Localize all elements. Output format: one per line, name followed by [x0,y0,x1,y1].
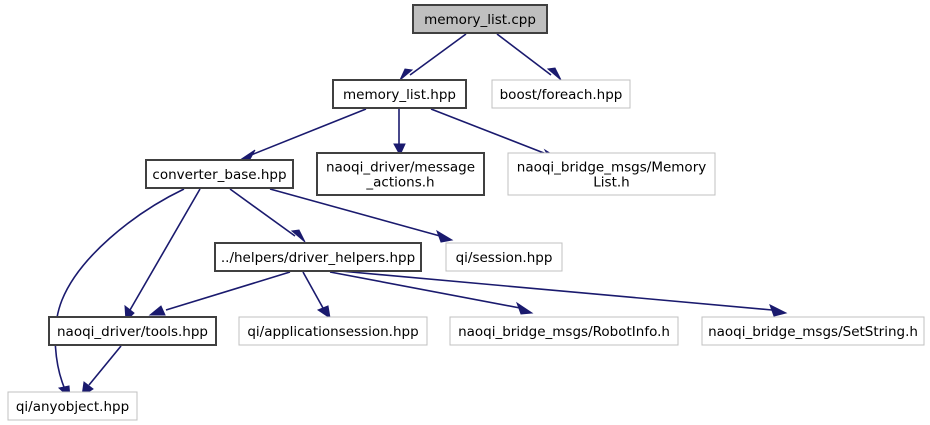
graph-node-naoqi_driver_tools_hpp[interactable]: naoqi_driver/tools.hpp [48,316,217,346]
node-label: boost/foreach.hpp [500,87,623,103]
node-box[interactable] [412,4,548,34]
graph-edge-driver_helpers_hpp-to-naoqi_driver_tools_hpp [165,271,291,311]
node-label: naoqi_bridge_msgs/SetString.h [708,324,918,340]
arrowhead-icon [148,305,166,316]
arrowhead-icon [290,229,306,243]
node-label: qi/anyobject.hpp [16,399,129,415]
arrowhead-icon [769,303,788,317]
graph-node-message_actions_h[interactable]: naoqi_driver/message_actions.h [316,152,485,196]
graph-edge-converter_base_hpp-to-driver_helpers_hpp [229,188,296,237]
graph-edge-converter_base_hpp-to-qi_anyobject_hpp [54,188,185,388]
graph-node-qi_applicationsession_hpp[interactable]: qi/applicationsession.hpp [238,316,428,346]
graph-edge-converter_base_hpp-to-naoqi_driver_tools_hpp [129,188,201,311]
node-label: qi/session.hpp [456,250,553,266]
graph-node-qi_session_hpp[interactable]: qi/session.hpp [445,242,563,272]
graph-edge-driver_helpers_hpp-to-qi_applicationsession_hpp [302,271,324,309]
node-label: naoqi_driver/tools.hpp [57,324,208,340]
node-label: qi/applicationsession.hpp [247,324,418,340]
node-box[interactable] [238,316,428,346]
graph-edge-converter_base_hpp-to-qi_session_hpp [269,188,441,237]
node-box[interactable] [445,242,563,272]
node-box[interactable] [332,79,467,109]
arrowhead-icon [546,67,562,81]
node-label: naoqi_driver/message [326,160,475,176]
node-box[interactable] [214,242,422,272]
graph-node-memory_list_cpp[interactable]: memory_list.cpp [412,4,548,34]
graph-edge-memory_list_hpp-to-converter_base_hpp [250,108,367,156]
node-label: _actions.h [365,175,434,191]
graph-node-setstring_h[interactable]: naoqi_bridge_msgs/SetString.h [701,316,925,346]
graph-nodes: memory_list.cpp memory_list.hpp boost/fore… [7,4,925,421]
graph-node-memory_list_hpp[interactable]: memory_list.hpp [332,79,467,109]
node-box[interactable] [491,79,631,109]
node-box[interactable] [701,316,925,346]
arrowhead-icon [436,229,454,243]
arrowhead-icon [393,143,406,157]
node-box[interactable] [449,316,679,346]
graph-edge-memory_list_cpp-to-memory_list_hpp [409,33,467,76]
node-label: memory_list.hpp [343,87,456,103]
graph-edge-memory_list_cpp-to-boost_foreach_hpp [496,33,552,76]
node-label: memory_list.cpp [424,12,536,28]
node-label: naoqi_bridge_msgs/Memory [517,160,706,176]
node-label: naoqi_bridge_msgs/RobotInfo.h [458,324,670,340]
node-box[interactable] [48,316,217,346]
node-box[interactable] [507,152,716,196]
node-label: converter_base.hpp [152,167,286,183]
node-label: List.h [593,175,629,191]
graph-edge-memory_list_hpp-to-memory_list_h [430,108,550,156]
graph-node-robotinfo_h[interactable]: naoqi_bridge_msgs/RobotInfo.h [449,316,679,346]
node-box[interactable] [145,159,294,189]
graph-edge-naoqi_driver_tools_hpp-to-qi_anyobject_hpp [88,345,122,386]
graph-node-boost_foreach_hpp[interactable]: boost/foreach.hpp [491,79,631,109]
node-box[interactable] [316,152,485,196]
graph-edge-driver_helpers_hpp-to-robotinfo_h [329,271,521,309]
arrowhead-icon [399,68,414,81]
node-label: ../helpers/driver_helpers.hpp [221,250,415,266]
graph-edge-driver_helpers_hpp-to-setstring_h [339,270,773,311]
graph-node-driver_helpers_hpp[interactable]: ../helpers/driver_helpers.hpp [214,242,422,272]
graph-node-qi_anyobject_hpp[interactable]: qi/anyobject.hpp [7,391,138,421]
arrowhead-icon [316,305,331,320]
node-box[interactable] [7,391,138,421]
arrowhead-icon [516,301,534,315]
graph-node-converter_base_hpp[interactable]: converter_base.hpp [145,159,294,189]
